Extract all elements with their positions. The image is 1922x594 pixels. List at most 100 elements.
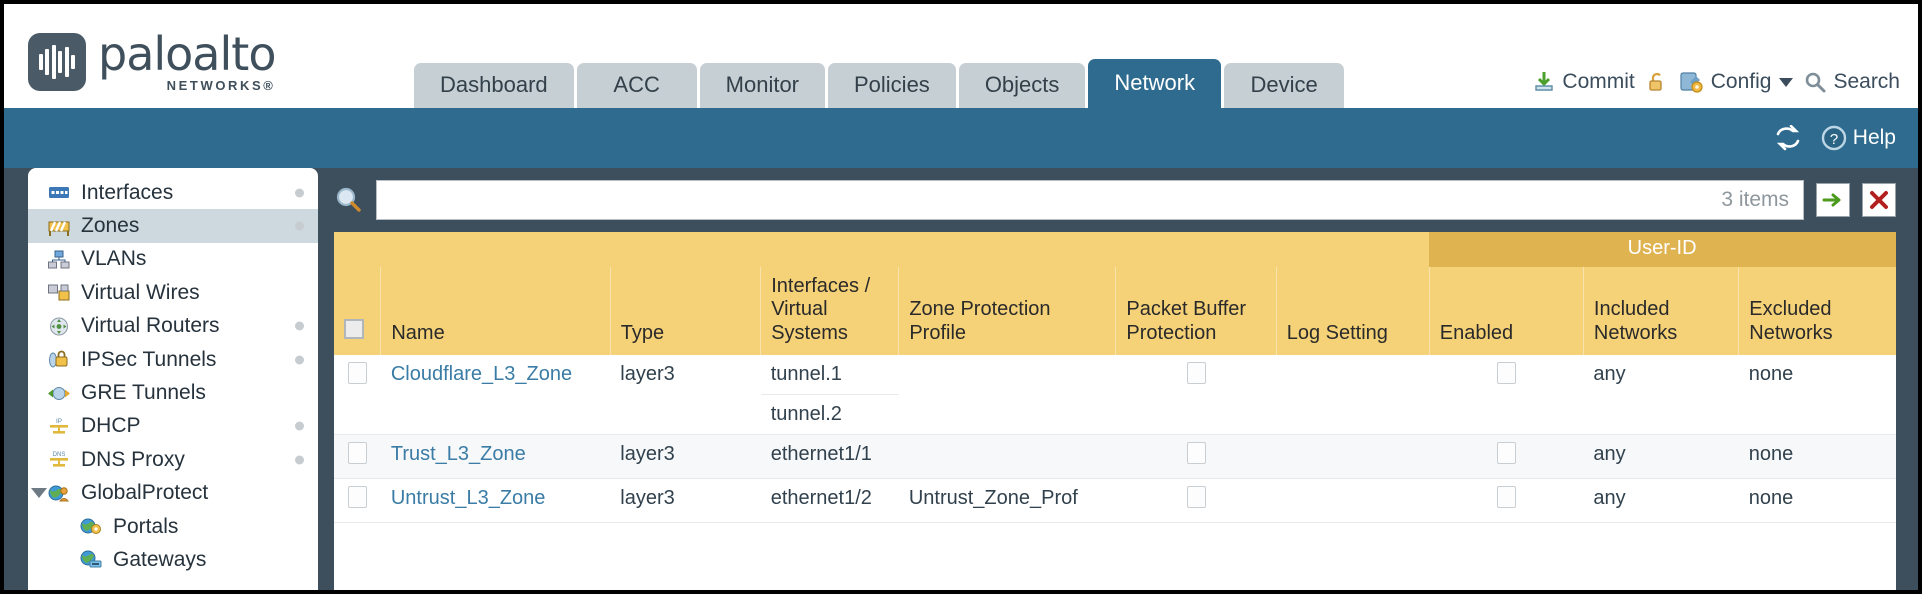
packet-buffer-checkbox[interactable] [1186, 442, 1206, 465]
tab-network[interactable]: Network [1088, 59, 1222, 108]
col-interfaces[interactable]: Interfaces / Virtual Systems [760, 266, 900, 356]
row-checkbox[interactable] [347, 442, 367, 465]
apply-filter-button[interactable] [1816, 183, 1850, 217]
sidebar-item-ipsec-tunnels[interactable]: IPSec Tunnels [28, 343, 318, 376]
vlans-icon [46, 248, 72, 270]
col-type[interactable]: Type [610, 266, 762, 356]
col-zone-protection-profile[interactable]: Zone Protection Profile [898, 266, 1117, 356]
log-setting-cell [1276, 355, 1430, 436]
commit-icon [1535, 72, 1554, 91]
zone-name-link[interactable]: Cloudflare_L3_Zone [390, 363, 573, 386]
sidebar-item-dhcp[interactable]: IP DHCP [28, 410, 318, 443]
row-select-cell[interactable] [334, 355, 381, 436]
row-select-cell[interactable] [334, 478, 381, 524]
userid-enabled-cell[interactable] [1429, 434, 1584, 480]
sidebar-item-label: DNS Proxy [81, 447, 185, 471]
help-button[interactable]: ? Help [1821, 125, 1896, 151]
sidebar-item-vlans[interactable]: VLANs [28, 243, 318, 276]
svg-text:DNS: DNS [53, 452, 66, 458]
search-input[interactable]: 3 items [376, 180, 1804, 220]
row-checkbox[interactable] [347, 486, 367, 509]
select-all-header[interactable] [334, 266, 382, 356]
col-packet-buffer-protection[interactable]: Packet Buffer Protection [1115, 266, 1277, 356]
packet-buffer-protection-cell[interactable] [1115, 355, 1277, 436]
sidebar-item-label: DHCP [81, 414, 141, 438]
row-checkbox[interactable] [347, 362, 367, 385]
userid-enabled-cell[interactable] [1429, 355, 1584, 436]
col-log-setting[interactable]: Log Setting [1276, 266, 1430, 356]
sidebar-item-label: Interfaces [81, 180, 174, 204]
padlock-icon[interactable] [1645, 70, 1669, 94]
refresh-icon[interactable] [1773, 125, 1803, 151]
zone-name-cell[interactable]: Cloudflare_L3_Zone [380, 355, 611, 436]
col-included-networks[interactable]: Included Networks [1583, 266, 1740, 356]
group-header-spacer [334, 232, 1430, 267]
sidebar-item-virtual-wires[interactable]: Virtual Wires [28, 276, 318, 309]
packet-buffer-protection-cell[interactable] [1115, 478, 1277, 524]
commit-button[interactable]: Commit [1532, 70, 1635, 94]
sidebar-item-label: VLANs [81, 247, 147, 271]
tab-acc[interactable]: ACC [576, 63, 697, 108]
zone-type-cell: layer3 [610, 355, 761, 436]
userid-enabled-cell[interactable] [1429, 478, 1584, 524]
sidebar-item-zones[interactable]: Zones [28, 209, 318, 243]
svg-text:?: ? [1830, 131, 1838, 148]
sidebar-item-label: Zones [81, 214, 140, 238]
col-excluded-networks[interactable]: Excluded Networks [1738, 266, 1896, 356]
excluded-networks-cell: none [1738, 434, 1896, 480]
filter-bar: 3 items [334, 180, 1896, 220]
sidebar-item-gateways[interactable]: Gateways [28, 543, 318, 576]
packet-buffer-checkbox[interactable] [1186, 362, 1206, 385]
sidebar-item-dns-proxy[interactable]: DNS DNS Proxy [28, 443, 318, 476]
zone-name-link[interactable]: Untrust_L3_Zone [390, 487, 546, 510]
svg-text:IP: IP [56, 418, 62, 425]
zone-name-cell[interactable]: Untrust_L3_Zone [380, 478, 611, 524]
help-label: Help [1852, 126, 1896, 149]
packet-buffer-checkbox[interactable] [1186, 486, 1206, 509]
tab-objects[interactable]: Objects [958, 63, 1086, 108]
gre-tunnels-icon [46, 382, 72, 404]
sidebar-item-interfaces[interactable]: Interfaces [28, 176, 318, 209]
table-head: User-ID Name Type Interfaces / Virtual S… [334, 232, 1896, 356]
col-name[interactable]: Name [380, 266, 611, 356]
main-content: 3 items [318, 168, 1918, 590]
clear-filter-button[interactable] [1862, 183, 1896, 217]
search-icon[interactable] [334, 185, 364, 215]
sidebar-item-portals[interactable]: Portals [28, 510, 318, 543]
userid-enabled-checkbox[interactable] [1496, 362, 1516, 385]
userid-enabled-checkbox[interactable] [1496, 486, 1516, 509]
gateways-icon [78, 549, 104, 571]
tab-policies[interactable]: Policies [828, 63, 956, 108]
zone-name-cell[interactable]: Trust_L3_Zone [380, 434, 611, 480]
sidebar-item-label: Virtual Wires [81, 280, 200, 304]
search-icon [1806, 72, 1826, 93]
row-select-cell[interactable] [334, 434, 381, 480]
sidebar-item-indicator [295, 421, 304, 431]
select-all-checkbox[interactable] [344, 318, 364, 339]
tab-monitor[interactable]: Monitor [699, 63, 825, 108]
sidebar-item-virtual-routers[interactable]: Virtual Routers [28, 310, 318, 343]
userid-enabled-checkbox[interactable] [1496, 442, 1516, 465]
packet-buffer-protection-cell[interactable] [1115, 434, 1277, 480]
zones-icon [46, 215, 72, 237]
sidebar-item-globalprotect[interactable]: GlobalProtect [28, 477, 318, 510]
expander-triangle-icon[interactable] [31, 488, 47, 499]
zone-interfaces-cell: ethernet1/2 [760, 478, 899, 524]
col-userid-enabled[interactable]: Enabled [1429, 266, 1584, 356]
sidebar-item-gre-tunnels[interactable]: GRE Tunnels [28, 376, 318, 409]
tab-dashboard[interactable]: Dashboard [414, 63, 574, 108]
sidebar-item-label: GlobalProtect [81, 481, 209, 505]
search-button[interactable]: Search [1803, 70, 1900, 94]
sidebar-item-label: IPSec Tunnels [81, 347, 217, 371]
config-menu[interactable]: Config [1679, 70, 1794, 94]
tab-device[interactable]: Device [1224, 63, 1345, 108]
zone-name-link[interactable]: Trust_L3_Zone [390, 443, 526, 466]
sidebar-item-label: Gateways [113, 547, 207, 571]
